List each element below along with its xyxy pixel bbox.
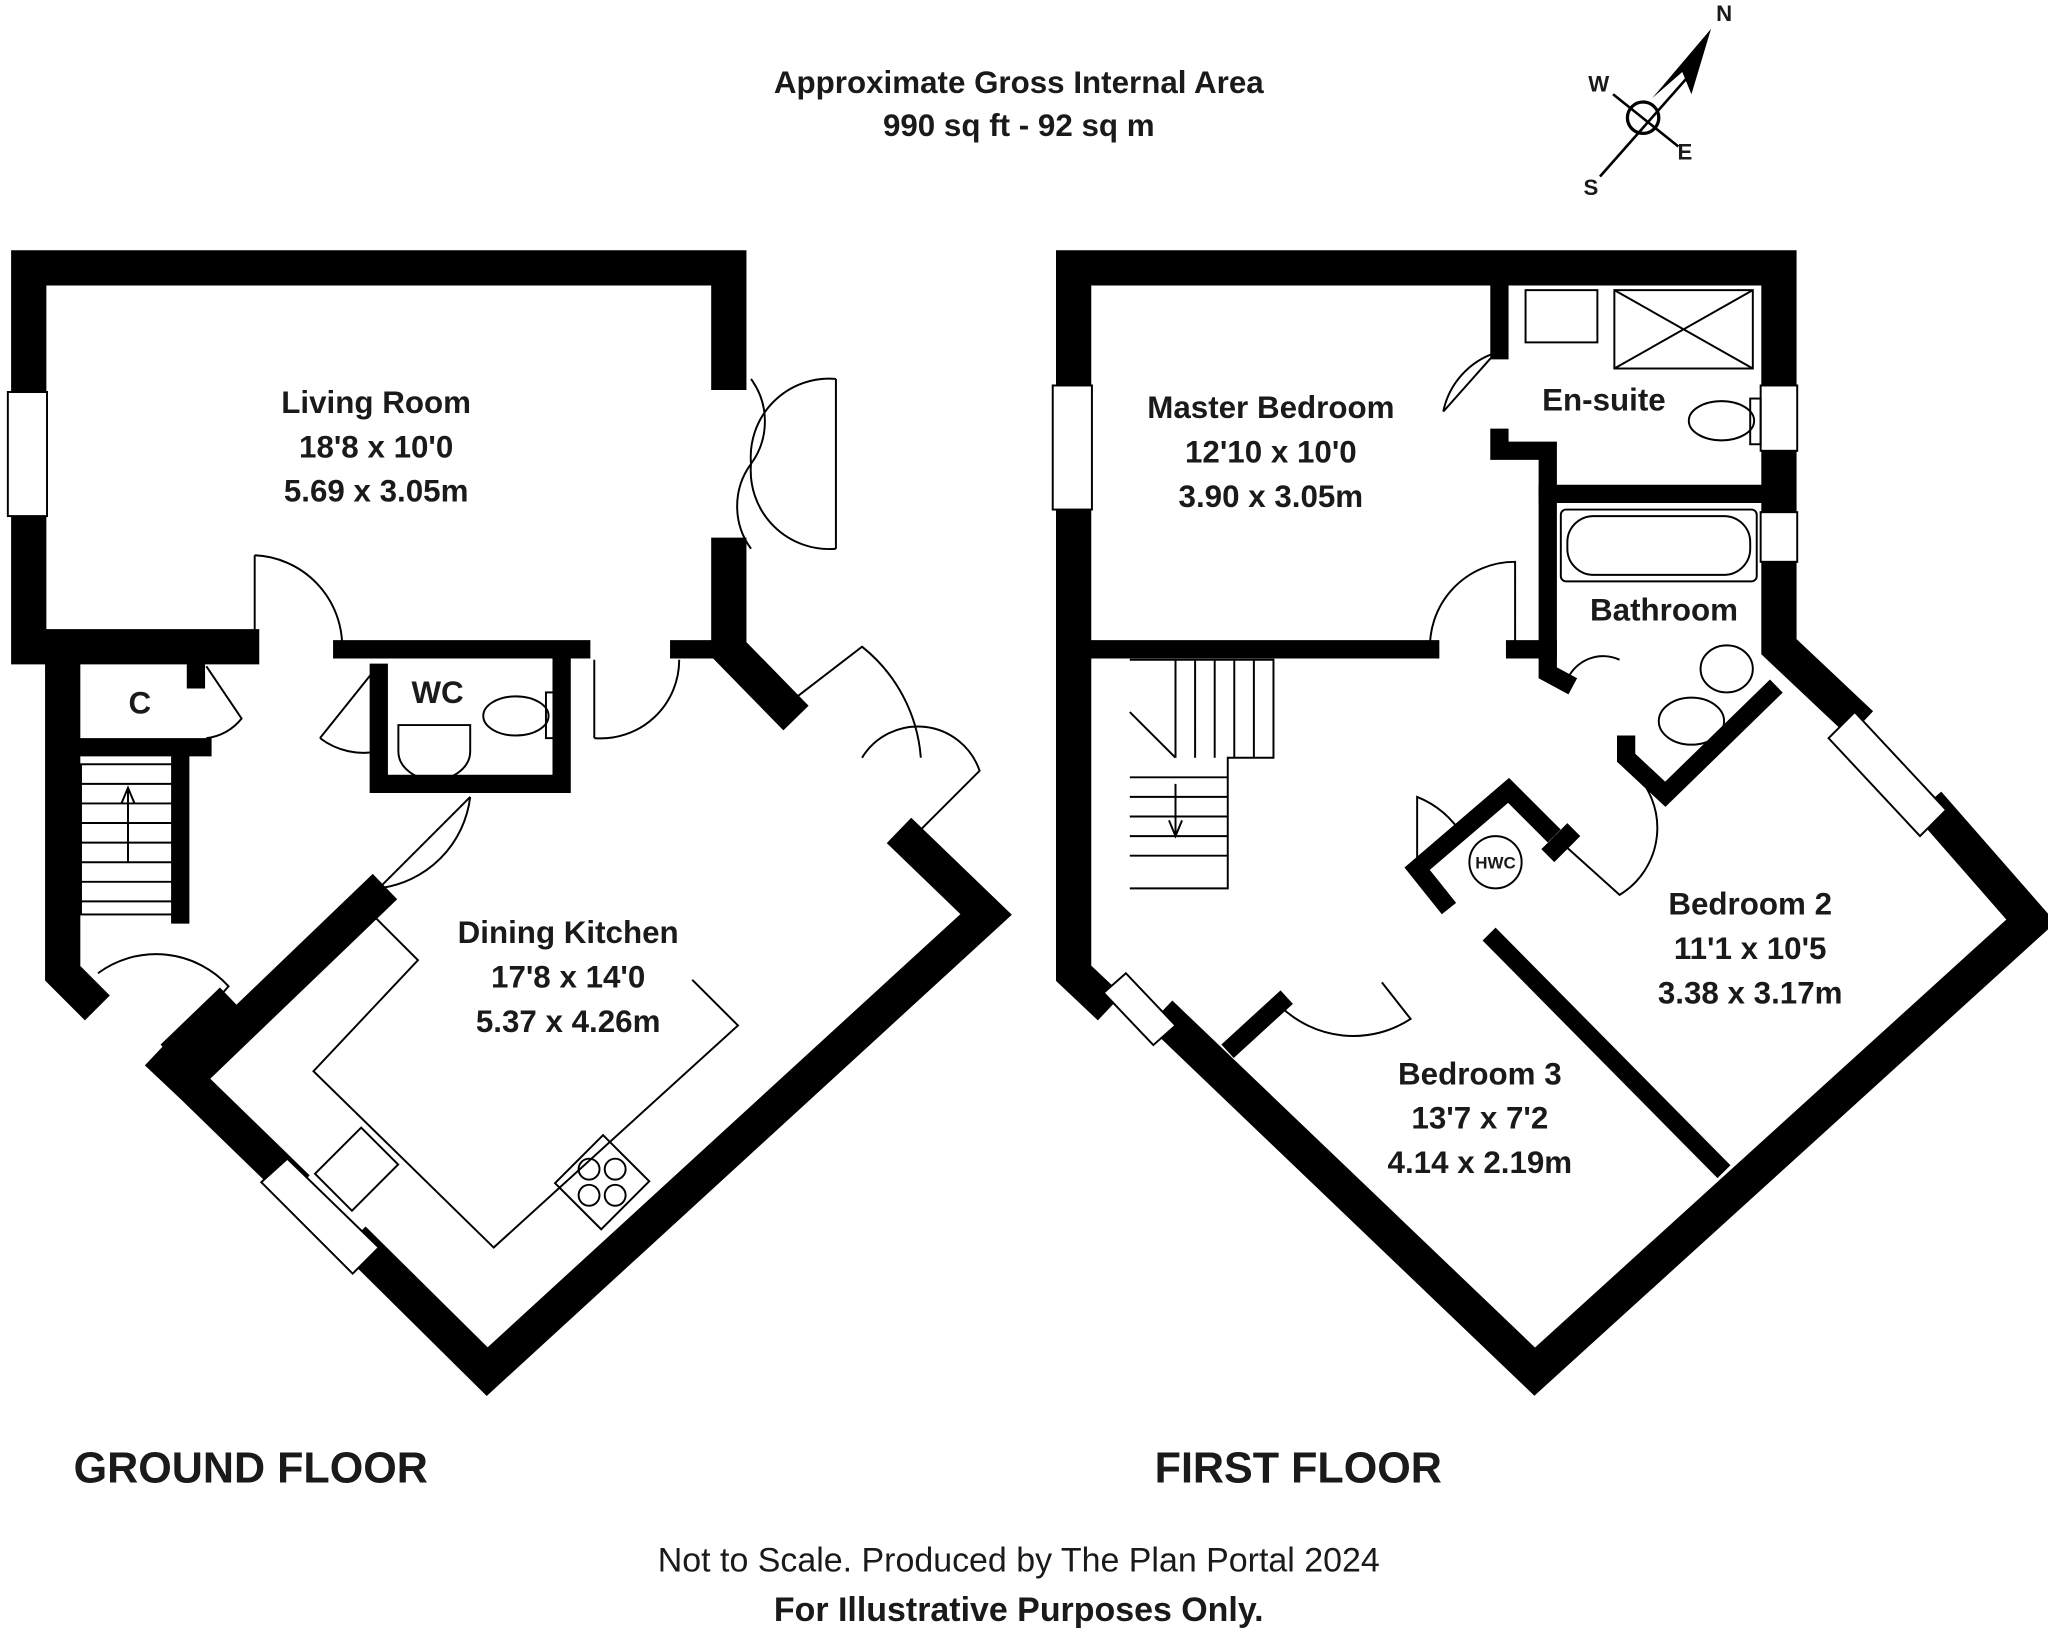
stairs-icon xyxy=(80,763,176,916)
room-name-cupboard: C xyxy=(128,685,151,720)
room-dims-metric: 3.90 x 3.05m xyxy=(1179,479,1364,514)
room-name-master-bedroom: Master Bedroom xyxy=(1147,390,1394,425)
room-dims-metric: 5.69 x 3.05m xyxy=(284,474,469,509)
room-name-ensuite: En-suite xyxy=(1542,382,1666,417)
room-dims-imperial: 11'1 x 10'5 xyxy=(1674,931,1827,966)
room-name-bedroom-3: Bedroom 3 xyxy=(1398,1056,1562,1091)
room-name-wc: WC xyxy=(411,675,463,710)
compass-s: S xyxy=(1583,175,1598,200)
area-title: Approximate Gross Internal Area xyxy=(774,65,1264,100)
room-dims-metric: 5.37 x 4.26m xyxy=(476,1004,661,1039)
room-dims-imperial: 12'10 x 10'0 xyxy=(1185,435,1357,470)
room-name-bathroom: Bathroom xyxy=(1590,593,1738,628)
room-dims-imperial: 17'8 x 14'0 xyxy=(491,960,645,995)
window xyxy=(6,391,48,518)
hob-icon xyxy=(553,1133,651,1231)
area-value: 990 sq ft - 92 sq m xyxy=(883,108,1155,143)
compass-w: W xyxy=(1588,72,1609,97)
room-name-bedroom-2: Bedroom 2 xyxy=(1668,886,1832,921)
compass-e: E xyxy=(1677,140,1692,165)
compass-n: N xyxy=(1716,1,1732,26)
window xyxy=(1827,710,1948,838)
first-floor-label: FIRST FLOOR xyxy=(1155,1445,1442,1493)
room-dims-imperial: 18'8 x 10'0 xyxy=(299,429,453,464)
room-dims-metric: 4.14 x 2.19m xyxy=(1388,1145,1573,1180)
window xyxy=(1051,384,1093,511)
stairs-icon xyxy=(1129,658,1275,890)
compass-icon: N E S W xyxy=(1583,1,1732,200)
window xyxy=(1759,384,1799,452)
hot-water-cylinder-icon xyxy=(1468,835,1523,890)
room-name-living-room: Living Room xyxy=(281,385,471,420)
window xyxy=(259,1157,381,1276)
ground-floor-label: GROUND FLOOR xyxy=(74,1445,428,1493)
window xyxy=(1102,971,1177,1047)
footer-disclaimer: Not to Scale. Produced by The Plan Porta… xyxy=(658,1541,1380,1579)
room-dims-metric: 3.38 x 3.17m xyxy=(1658,975,1843,1010)
hwc-label: HWC xyxy=(1475,854,1516,873)
room-dims-imperial: 13'7 x 7'2 xyxy=(1411,1101,1548,1136)
room-name-dining-kitchen: Dining Kitchen xyxy=(458,915,679,950)
window xyxy=(1759,511,1799,563)
ground-floor-plan: Living Room 18'8 x 10'0 5.69 x 3.05m Din… xyxy=(6,250,1012,1396)
first-floor-plan: Master Bedroom 12'10 x 10'0 3.90 x 3.05m… xyxy=(1051,250,2048,1396)
footer-note: For Illustrative Purposes Only. xyxy=(774,1591,1264,1629)
